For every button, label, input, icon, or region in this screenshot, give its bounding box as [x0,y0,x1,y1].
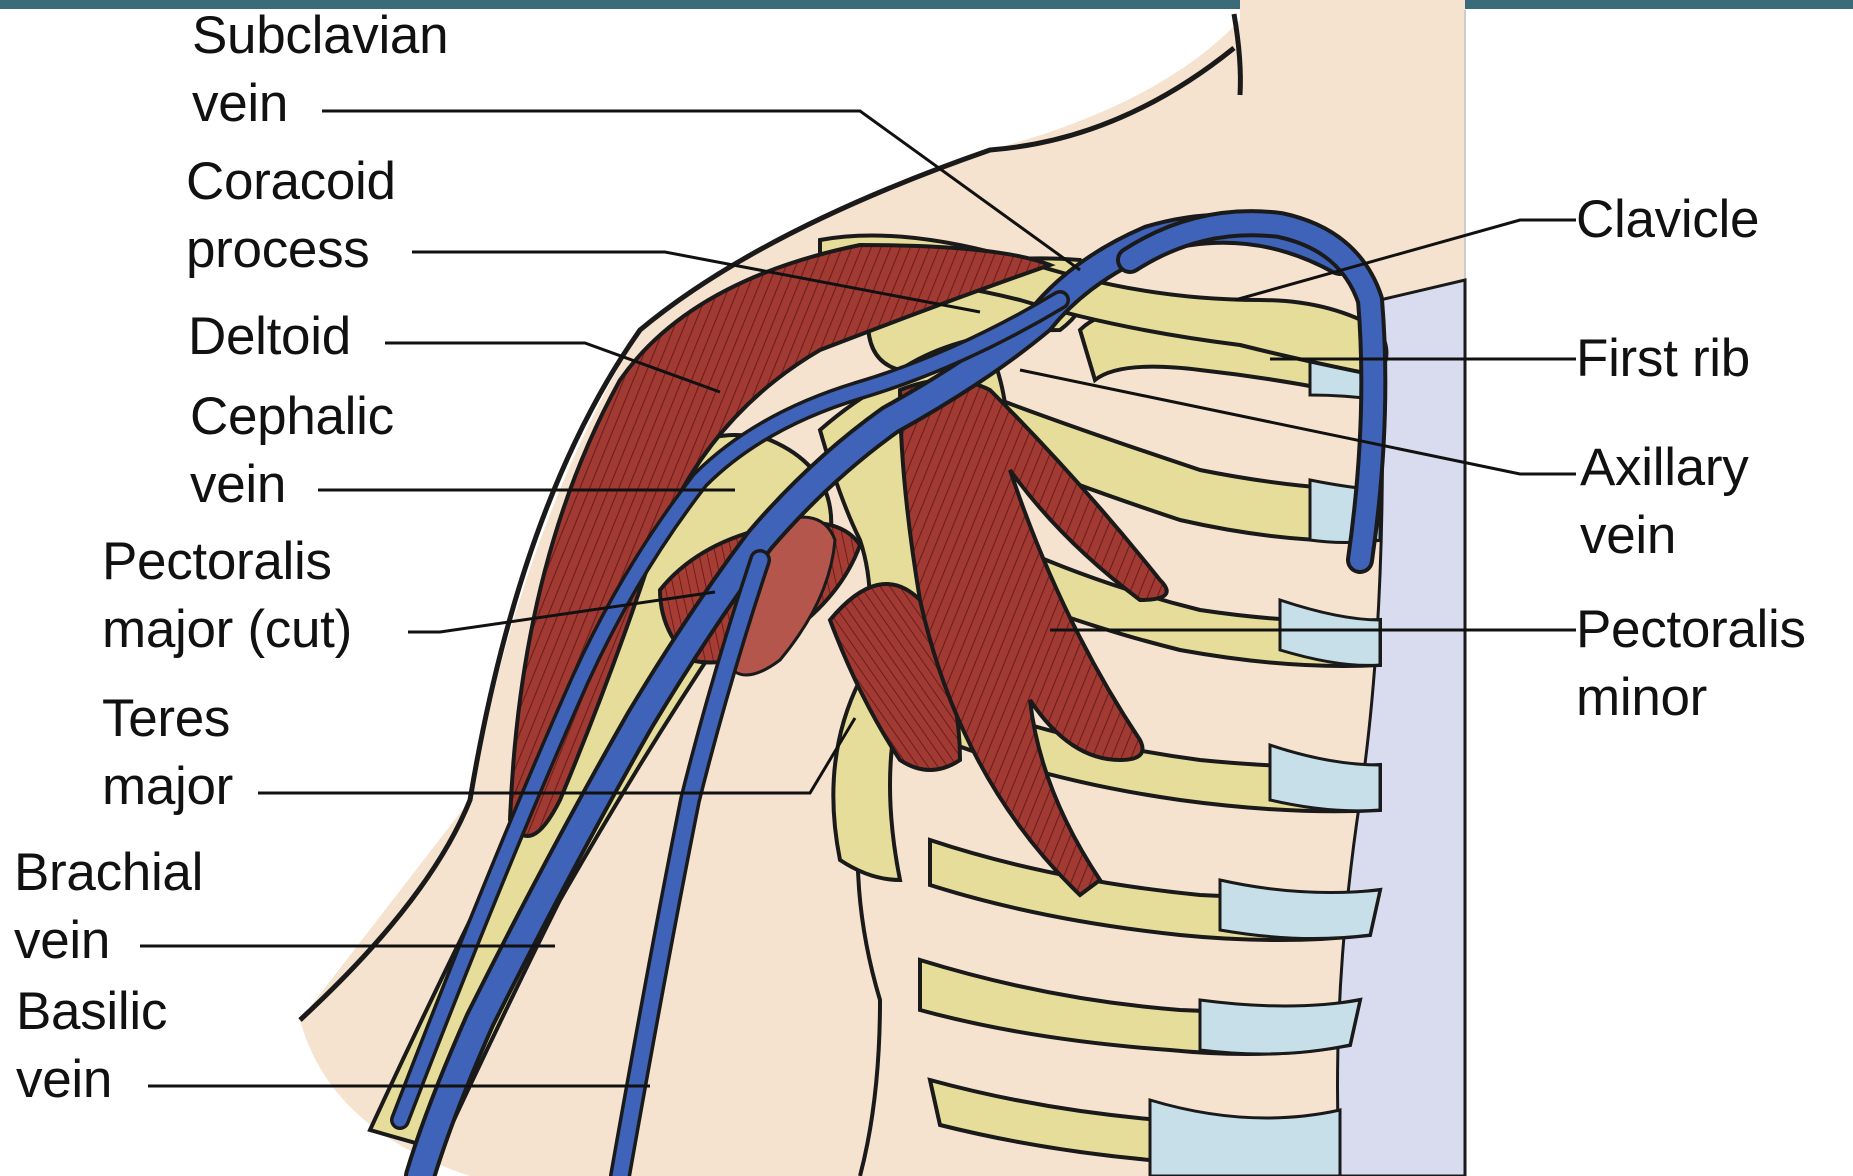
label-first-rib: First rib [1576,325,1750,393]
label-clavicle: Clavicle [1576,186,1759,254]
label-deltoid: Deltoid [188,303,351,371]
